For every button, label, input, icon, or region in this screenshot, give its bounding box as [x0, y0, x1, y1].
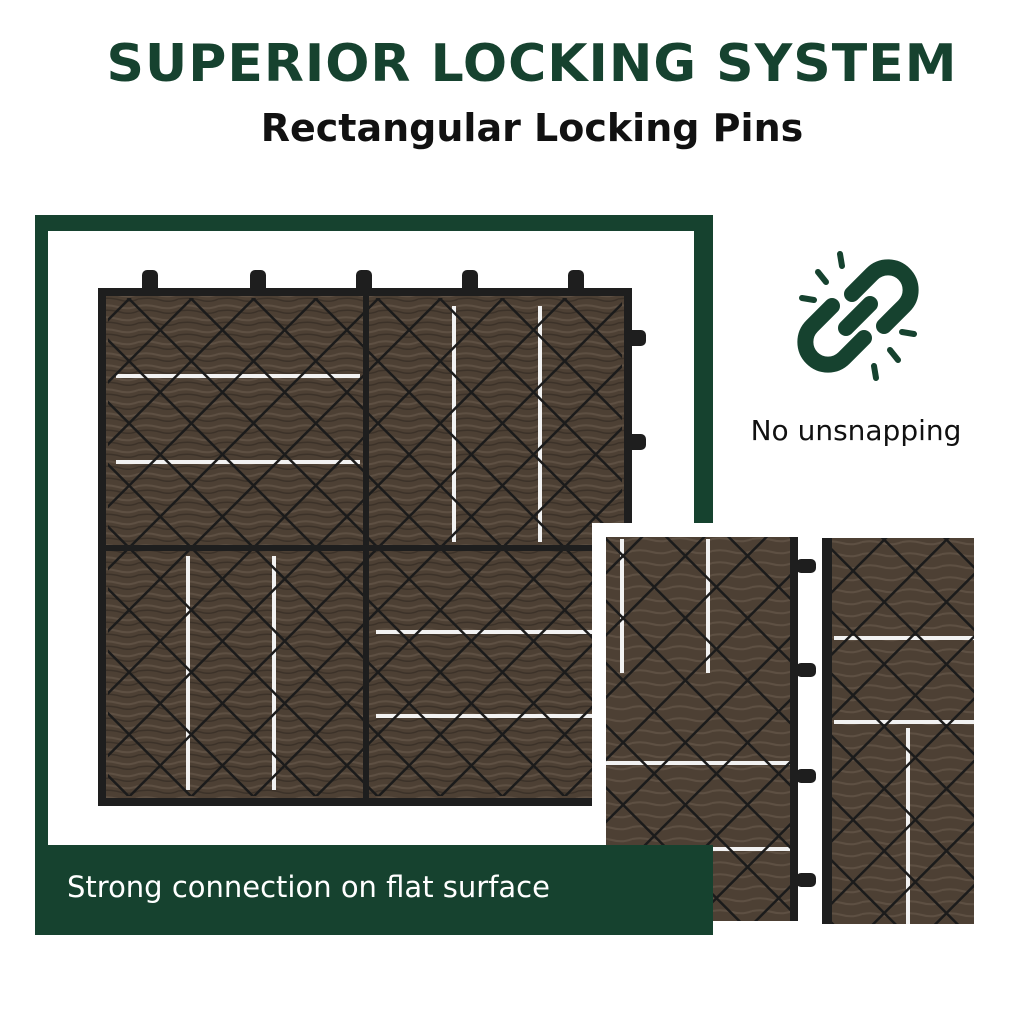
panel-caption: Strong connection on flat surface [67, 870, 550, 904]
page-subtitle: Rectangular Locking Pins [260, 106, 804, 150]
feature-label: No unsnapping [750, 414, 962, 447]
page-title: SUPERIOR LOCKING SYSTEM [106, 34, 958, 94]
detail-illustration-right [822, 538, 974, 924]
detail-image-right [822, 538, 974, 924]
chain-link-icon [788, 246, 928, 386]
caption-bar [35, 845, 713, 935]
deck-tile-image [98, 266, 648, 806]
deck-tile-illustration [98, 270, 646, 806]
